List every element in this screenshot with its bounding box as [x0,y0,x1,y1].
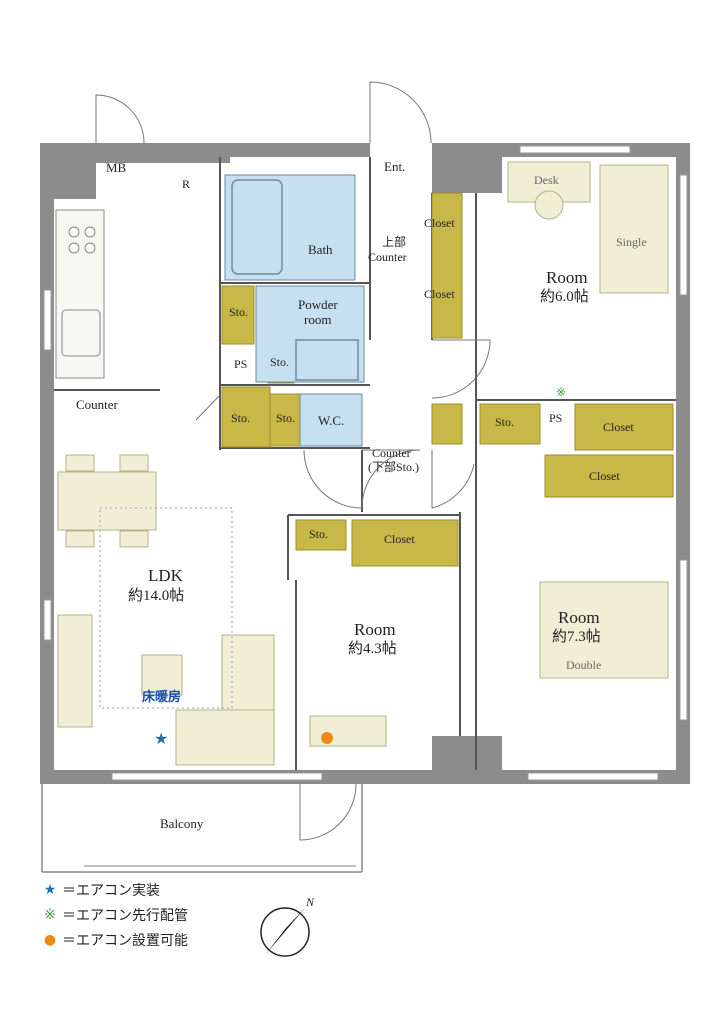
room60-label: Room [546,268,588,287]
closet-label-2: Closet [424,287,455,301]
double-bed-label: Double [566,658,602,672]
legend-text: ＝エアコン設置可能 [62,933,188,949]
ac-marks: ★ ※ [154,385,566,748]
sto-small-label: Sto. [270,355,290,369]
room60-size-label: 約6.0帖 [540,289,589,305]
dot-icon [321,732,333,744]
room73-size-label: 約7.3帖 [552,629,601,645]
closet-right-label-2: Closet [589,469,620,483]
ldk-label: LDK [148,566,183,585]
north-arrow-icon [260,907,310,957]
ps-label-2: PS [549,411,563,425]
kitchen [55,209,105,379]
furniture [57,161,669,766]
bath-label: Bath [308,242,333,257]
balcony-outline [41,784,363,873]
legend-item-star: ★ ＝エアコン実装 [42,880,160,900]
wc-label: W.C. [318,413,345,428]
r-label: R [182,177,191,191]
storage-areas [221,192,674,567]
bathtub [231,179,359,381]
upper-counter-label-1: 上部 [382,235,407,249]
counter-lower-label-2: (下部Sto.) [368,460,420,474]
powder-room-label-1: Powder [298,297,338,312]
room43-size-label: 約4.3帖 [348,641,397,657]
counter-lower-label-1: Counter [372,446,411,460]
legend-item-pipe: ※ ＝エアコン先行配管 [42,905,188,925]
legend-item-dot: ● ＝エアコン設置可能 [42,930,188,950]
dot-icon: ● [43,932,57,948]
pipe-mark-icon: ※ [556,385,566,399]
window-openings [43,145,688,781]
closet-label-1: Closet [424,216,455,230]
pipe-mark-icon: ※ [44,907,56,923]
sto-right-label: Sto. [495,415,515,429]
ldk-size-label: 約14.0帖 [128,588,185,604]
legend-text: ＝エアコン先行配管 [62,908,188,924]
closet-room43-label: Closet [384,532,415,546]
floor-heating-label: 床暖房 [142,689,182,704]
powder-room-label-2: room [304,312,332,327]
balcony-label: Balcony [160,816,204,831]
entrance-label: Ent. [384,159,406,174]
sto-room43-label: Sto. [309,527,329,541]
sto-powder-label: Sto. [229,305,249,319]
floor-heating-area [99,507,233,709]
sto-left-label: Sto. [231,411,251,425]
wet-areas [224,174,365,447]
ps-label-1: PS [234,357,248,371]
mb-label: MB [106,160,127,175]
sto-wc-label: Sto. [276,411,296,425]
kitchen-counter-label: Counter [76,397,118,412]
star-icon: ★ [154,731,168,748]
desk-label: Desk [534,173,559,187]
north-label: N [306,895,315,909]
room43-label: Room [354,620,396,639]
legend-text: ＝エアコン実装 [62,883,160,899]
star-icon: ★ [43,882,57,898]
closet-right-label-1: Closet [603,420,634,434]
upper-counter-label-2: Counter [368,250,407,264]
doors [95,81,491,841]
single-bed-label: Single [616,235,647,249]
room73-label: Room [558,608,600,627]
